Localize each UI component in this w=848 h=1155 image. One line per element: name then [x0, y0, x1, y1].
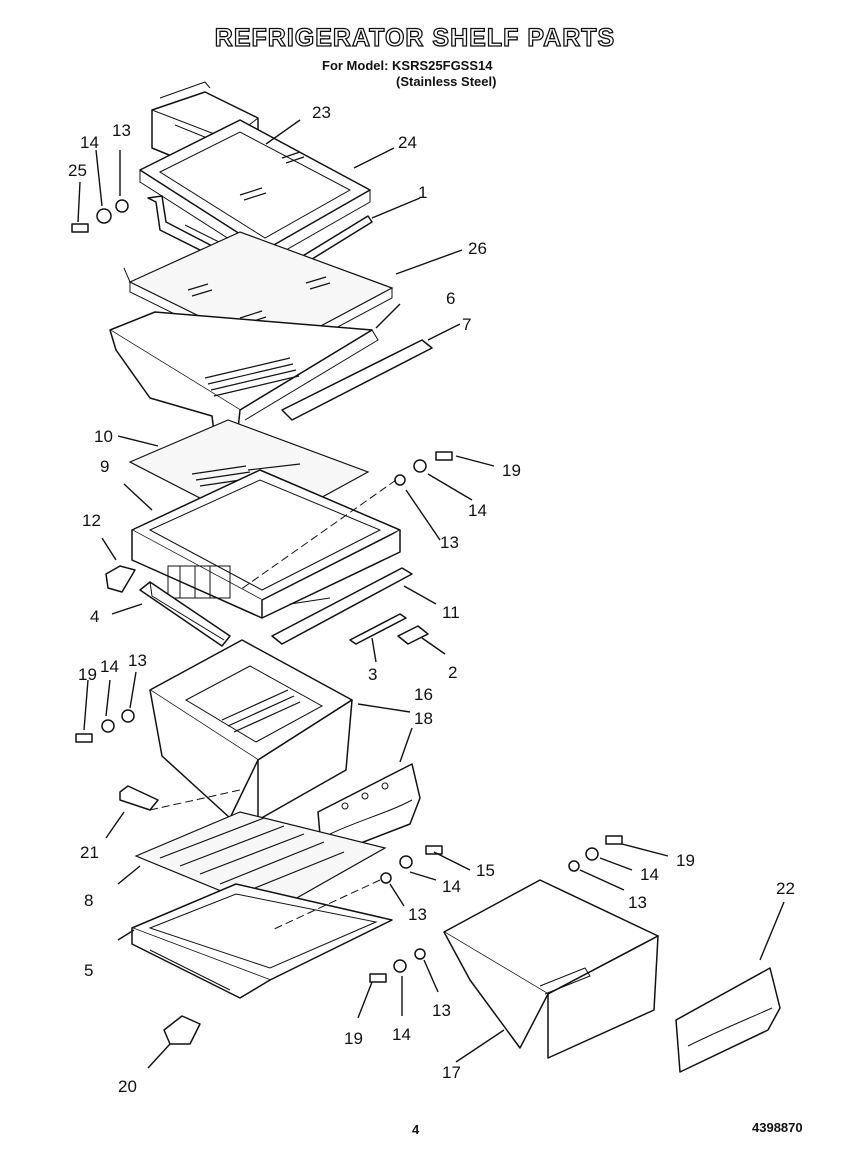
callout-14-e: 14: [640, 865, 659, 884]
callout-2: 2: [448, 663, 457, 682]
callout-7: 7: [462, 315, 471, 334]
alignment-lines: [149, 479, 397, 931]
callout-19-d: 19: [344, 1029, 363, 1048]
part-3-bracket: [349, 613, 407, 645]
part-9-crisper-frame: [131, 469, 401, 619]
part-5-frame: [131, 883, 393, 999]
part-17-pan: [443, 879, 659, 1059]
callout-14-a: 14: [80, 133, 99, 152]
callout-21: 21: [80, 843, 99, 862]
callout-3: 3: [368, 665, 377, 684]
callout-12: 12: [82, 511, 101, 530]
callout-18: 18: [414, 709, 433, 728]
callout-25: 25: [68, 161, 87, 180]
callout-19-a: 19: [502, 461, 521, 480]
callout-14-b: 14: [468, 501, 487, 520]
callout-8: 8: [84, 891, 93, 910]
callout-6: 6: [446, 289, 455, 308]
callout-10: 10: [94, 427, 113, 446]
finish-line: (Stainless Steel): [396, 74, 497, 89]
part-21-retainer: [119, 785, 159, 811]
callout-5: 5: [84, 961, 93, 980]
callout-19-b: 19: [78, 665, 97, 684]
callout-11: 11: [442, 603, 460, 622]
part-20-cover: [163, 1015, 201, 1045]
part-11-front-trim: [271, 567, 413, 645]
callout-26: 26: [468, 239, 487, 258]
callout-numbers: 1 2 3 4 5 6 7 8 9 10 11 12 13 14 25 13 1…: [68, 103, 795, 1096]
part-8-shelf: [134, 811, 387, 913]
part-24-shelf-assembly: [139, 119, 371, 263]
callout-1: 1: [418, 183, 427, 202]
hardware-fasteners: [71, 199, 623, 983]
callout-20: 20: [118, 1077, 137, 1096]
callout-13-d: 13: [408, 905, 427, 924]
callout-15: 15: [476, 861, 495, 880]
callout-13-e: 13: [628, 893, 647, 912]
callout-17: 17: [442, 1063, 461, 1082]
part-4-slide: [139, 581, 231, 647]
callout-4: 4: [90, 607, 99, 626]
diagram-title: REFRIGERATOR SHELF PARTS: [214, 23, 616, 52]
model-line: For Model: KSRS25FGSS14: [322, 58, 493, 73]
callout-14-d: 14: [442, 877, 461, 896]
callout-13-c: 13: [128, 651, 147, 670]
document-number: 4398870: [752, 1120, 803, 1135]
callout-14-f: 14: [392, 1025, 411, 1044]
callout-14-c: 14: [100, 657, 119, 676]
page-number: 4: [412, 1122, 420, 1137]
part-12-side-cover: [105, 565, 136, 593]
part-22-drawer-front: [675, 967, 781, 1073]
part-16-pan: [149, 639, 353, 821]
callout-23: 23: [312, 103, 331, 122]
part-2-clip: [397, 625, 429, 645]
callout-16: 16: [414, 685, 433, 704]
callout-22: 22: [776, 879, 795, 898]
callout-13-f: 13: [432, 1001, 451, 1020]
callout-19-c: 19: [676, 851, 695, 870]
callout-13-a: 13: [112, 121, 131, 140]
callout-24: 24: [398, 133, 417, 152]
leader-lines: [77, 119, 785, 1069]
part-7-shelf-trim: [281, 339, 433, 421]
callout-9: 9: [100, 457, 109, 476]
callout-13-b: 13: [440, 533, 459, 552]
